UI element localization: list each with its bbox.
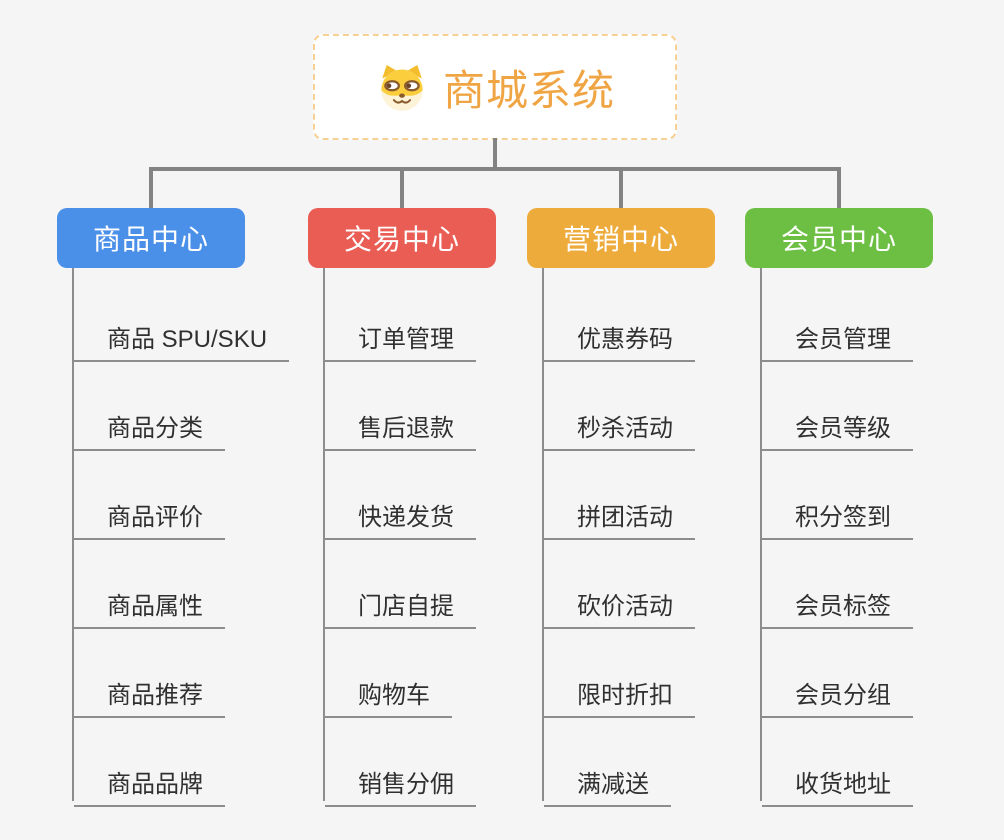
connector-drop-line xyxy=(619,167,623,210)
branch-item[interactable]: 销售分佣 xyxy=(325,739,476,807)
branch-item[interactable]: 会员分组 xyxy=(762,650,913,718)
branch-item[interactable]: 砍价活动 xyxy=(544,561,695,629)
branch-column-2: 订单管理售后退款快递发货门店自提购物车销售分佣 xyxy=(323,268,476,807)
branch-column-3: 优惠券码秒杀活动拼团活动砍价活动限时折扣满减送 xyxy=(542,268,695,807)
branch-column-1: 商品 SPU/SKU 商品分类商品评价商品属性商品推荐商品品牌 xyxy=(72,268,290,807)
branch-item[interactable]: 满减送 xyxy=(544,739,671,807)
root-node[interactable]: 商城系统 xyxy=(313,34,677,140)
branch-item[interactable]: 购物车 xyxy=(325,650,452,718)
branch-item[interactable]: 秒杀活动 xyxy=(544,383,695,451)
branch-item[interactable]: 售后退款 xyxy=(325,383,476,451)
root-title: 商城系统 xyxy=(442,66,615,114)
branch-item[interactable]: 商品品牌 xyxy=(74,739,225,807)
branch-item[interactable]: 商品属性 xyxy=(74,561,225,629)
branch-node-3[interactable]: 营销中心 xyxy=(527,208,715,268)
branch-item[interactable]: 门店自提 xyxy=(325,561,476,629)
branch-item[interactable]: 商品 SPU/SKU xyxy=(74,294,290,362)
branch-item[interactable]: 积分签到 xyxy=(762,472,913,540)
connector-drop-line xyxy=(400,167,404,210)
branch-node-1[interactable]: 商品中心 xyxy=(57,208,245,268)
branch-item[interactable]: 商品分类 xyxy=(74,383,225,451)
connector-horizontal-bar xyxy=(149,167,841,171)
branch-item[interactable]: 快递发货 xyxy=(325,472,476,540)
branch-item[interactable]: 订单管理 xyxy=(325,294,476,362)
branch-node-4[interactable]: 会员中心 xyxy=(745,208,933,268)
branch-item[interactable]: 商品评价 xyxy=(74,472,225,540)
branch-item[interactable]: 会员等级 xyxy=(762,383,913,451)
connector-drop-line xyxy=(149,167,153,210)
dog-face-icon xyxy=(375,63,429,112)
branch-item[interactable]: 会员管理 xyxy=(762,294,913,362)
branch-item[interactable]: 商品推荐 xyxy=(74,650,225,718)
connector-drop-line xyxy=(837,167,841,210)
branch-column-4: 会员管理会员等级积分签到会员标签会员分组收货地址 xyxy=(760,268,913,807)
branch-node-2[interactable]: 交易中心 xyxy=(308,208,496,268)
branch-item[interactable]: 拼团活动 xyxy=(544,472,695,540)
connector-root-stem xyxy=(493,138,497,171)
branch-item[interactable]: 优惠券码 xyxy=(544,294,695,362)
branch-item[interactable]: 收货地址 xyxy=(762,739,913,807)
branch-item[interactable]: 限时折扣 xyxy=(544,650,695,718)
branch-item[interactable]: 会员标签 xyxy=(762,561,913,629)
